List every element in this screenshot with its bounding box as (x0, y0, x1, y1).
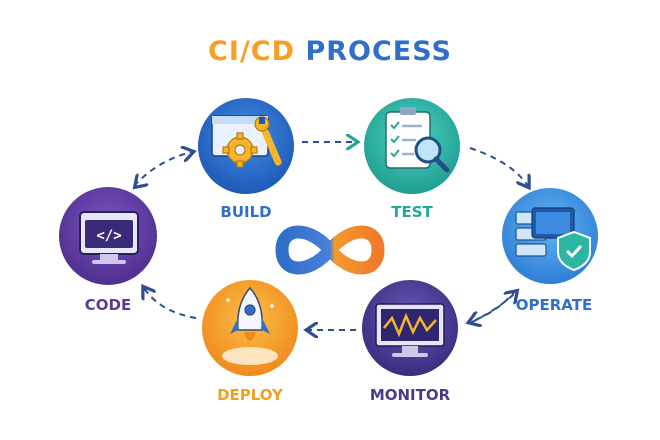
arrow-deploy-to-code (144, 288, 197, 319)
server-shield-icon (515, 207, 591, 272)
stage-deploy (202, 280, 298, 376)
stage-label-deploy: DEPLOY (217, 386, 283, 404)
arrow-monitor-to-operate (471, 292, 516, 323)
stage-label-build: BUILD (220, 203, 272, 221)
stage-operate (502, 188, 598, 284)
page-title: CI/CD PROCESS (0, 36, 660, 67)
rocket-icon (222, 286, 278, 365)
infinity-loop-icon (275, 225, 385, 275)
stage-label-test: TEST (391, 203, 433, 221)
stage-label-code: CODE (84, 296, 132, 314)
stage-label-operate: OPERATE (515, 296, 593, 314)
checklist-magnifier-icon (385, 107, 450, 173)
title-part-process: PROCESS (305, 36, 452, 67)
stage-test (364, 98, 460, 194)
svg-text:</>: </> (96, 228, 121, 244)
gear-wrench-icon (211, 115, 282, 168)
title-part-ci-cd: CI/CD (208, 36, 296, 67)
code-monitor-icon: </> (79, 211, 139, 264)
arrow-test-to-operate (469, 147, 528, 186)
stage-build (198, 98, 294, 194)
monitor-graph-icon (375, 303, 445, 357)
stage-label-monitor: MONITOR (369, 386, 451, 404)
arrow-code-to-build (133, 152, 192, 187)
flow-arrows (134, 142, 528, 330)
stage-code: </> (59, 187, 157, 285)
arrow-build-to-code (136, 152, 190, 186)
stage-monitor (362, 280, 458, 376)
